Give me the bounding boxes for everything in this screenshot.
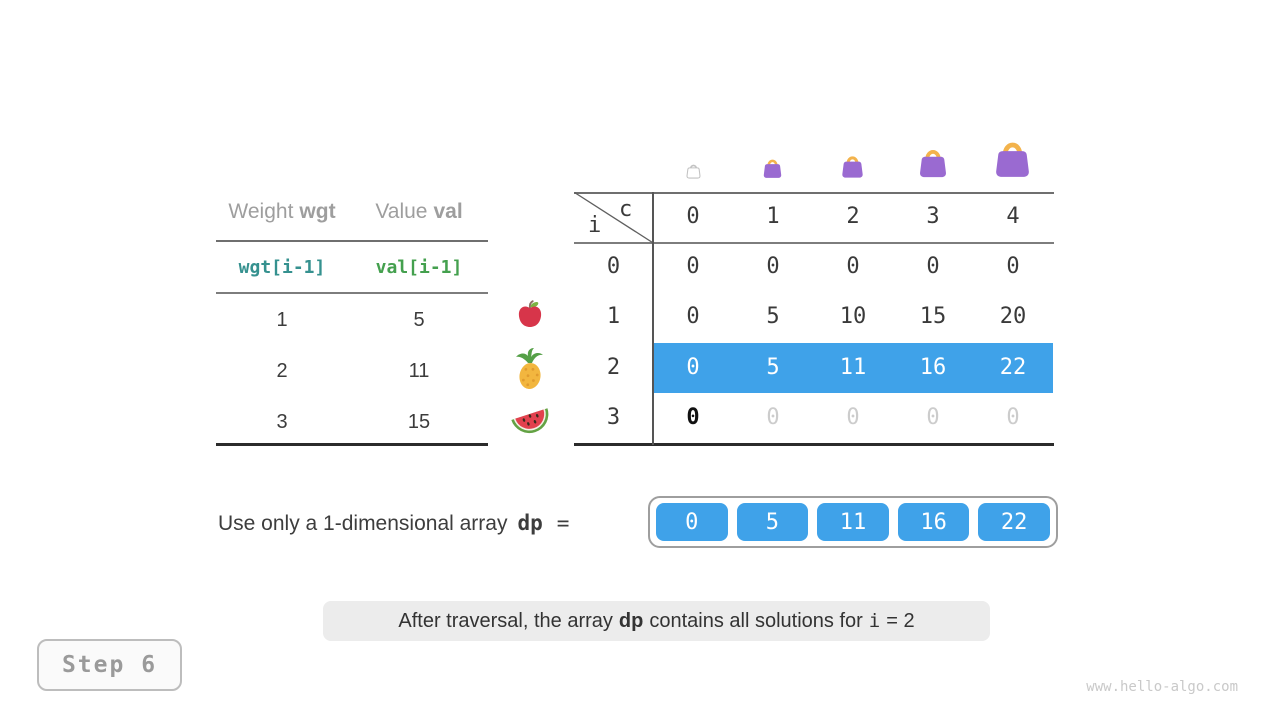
small-bag-icon xyxy=(763,159,782,178)
grid-cell: 20 xyxy=(999,304,1027,329)
grid-cell: 0 xyxy=(846,405,860,430)
item-weight: 3 xyxy=(276,411,288,433)
value-header-code: val xyxy=(433,200,463,223)
col-header: 3 xyxy=(926,204,940,229)
grid-cell: 0 xyxy=(1006,254,1020,279)
formula-weight: wgt[i-1] xyxy=(238,257,326,278)
grid-row-1: 1 0 5 10 15 20 xyxy=(0,292,1280,342)
grid-cell: 0 xyxy=(766,254,780,279)
caption-text: After traversal, the array xyxy=(398,609,613,632)
step-badge: Step 6 xyxy=(37,639,182,691)
grid-cell: 11 xyxy=(839,355,867,380)
divider xyxy=(216,443,488,446)
col-header: 1 xyxy=(766,204,780,229)
pineapple-icon xyxy=(516,348,543,389)
grid-row-3: 3 0 0 0 0 0 xyxy=(0,393,1280,443)
dp-array-cell: 22 xyxy=(978,503,1050,541)
grid-row-0: 0 0 0 0 0 0 xyxy=(0,242,1280,292)
weight-header-text: Weight xyxy=(228,200,294,223)
item-weight: 2 xyxy=(276,360,288,382)
caption-i-code: i xyxy=(868,610,881,632)
grid-top-line xyxy=(574,192,1054,194)
corner-col-label: c xyxy=(619,197,633,222)
item-value: 11 xyxy=(408,360,430,382)
col-header: 0 xyxy=(686,204,700,229)
row-label: 2 xyxy=(606,355,621,380)
watermark: www.hello-algo.com xyxy=(1086,679,1238,695)
grid-cell: 0 xyxy=(846,254,860,279)
empty-bag-icon xyxy=(686,164,701,179)
dp-line-text: Use only a 1-dimensional array xyxy=(218,512,508,535)
formula-value: val[i-1] xyxy=(375,257,463,278)
grid-vertical-line xyxy=(652,192,654,445)
grid-cell: 0 xyxy=(926,405,940,430)
divider xyxy=(216,292,488,294)
dp-variable: dp xyxy=(517,511,543,535)
caption-text: = 2 xyxy=(886,609,915,632)
medium-bag-icon xyxy=(842,156,863,178)
item-value: 15 xyxy=(407,411,431,433)
large-bag-icon xyxy=(920,150,946,178)
highlighted-row-background xyxy=(653,343,1053,393)
item-weight: 1 xyxy=(276,309,288,331)
value-header-text: Value xyxy=(375,200,428,223)
grid-cell: 0 xyxy=(1006,405,1020,430)
divider xyxy=(216,240,488,242)
xlarge-bag-icon xyxy=(996,142,1029,177)
grid-cell: 0 xyxy=(686,355,700,380)
grid-cell: 5 xyxy=(766,304,780,329)
grid-cell: 0 xyxy=(766,405,780,430)
dp-array-cell: 5 xyxy=(736,503,809,541)
dp-array-label: Use only a 1-dimensional array dp = xyxy=(218,506,569,540)
grid-cell: 5 xyxy=(766,355,780,380)
caption-text: contains all solutions for xyxy=(649,609,863,632)
grid-cell: 0 xyxy=(686,304,700,329)
grid-header-line xyxy=(574,242,1054,244)
caption-dp-code: dp xyxy=(618,609,644,632)
col-header: 4 xyxy=(1006,204,1020,229)
dp-array-cell: 0 xyxy=(656,503,728,541)
grid-cell: 10 xyxy=(839,304,867,329)
apple-icon xyxy=(518,300,542,327)
row-label: 3 xyxy=(606,405,621,430)
grid-cell: 16 xyxy=(919,355,947,380)
grid-cell: 0 xyxy=(926,254,940,279)
grid-cell: 15 xyxy=(919,304,947,329)
col-header: 2 xyxy=(846,204,860,229)
grid-cell: 0 xyxy=(686,254,700,279)
corner-row-label: i xyxy=(588,213,602,238)
item-value: 5 xyxy=(413,309,425,331)
weight-header-code: wgt xyxy=(299,200,336,223)
row-label: 1 xyxy=(606,304,621,329)
corner-diagonal-line xyxy=(574,192,653,243)
watermelon-icon xyxy=(511,408,549,434)
equals-sign: = xyxy=(556,511,570,535)
grid-row-2-highlighted: 2 0 5 11 16 22 xyxy=(0,343,1280,393)
row-label: 0 xyxy=(606,254,621,279)
dp-array-cell: 11 xyxy=(817,503,889,541)
dp-array-cell: 16 xyxy=(897,503,970,541)
grid-cell: 0 xyxy=(686,405,700,430)
grid-cell: 22 xyxy=(999,355,1027,380)
grid-bottom-line xyxy=(574,443,1054,446)
grid-col-header-row: 0 1 2 3 4 xyxy=(0,192,1280,242)
dp-array-container: 0 5 11 16 22 xyxy=(648,496,1058,548)
